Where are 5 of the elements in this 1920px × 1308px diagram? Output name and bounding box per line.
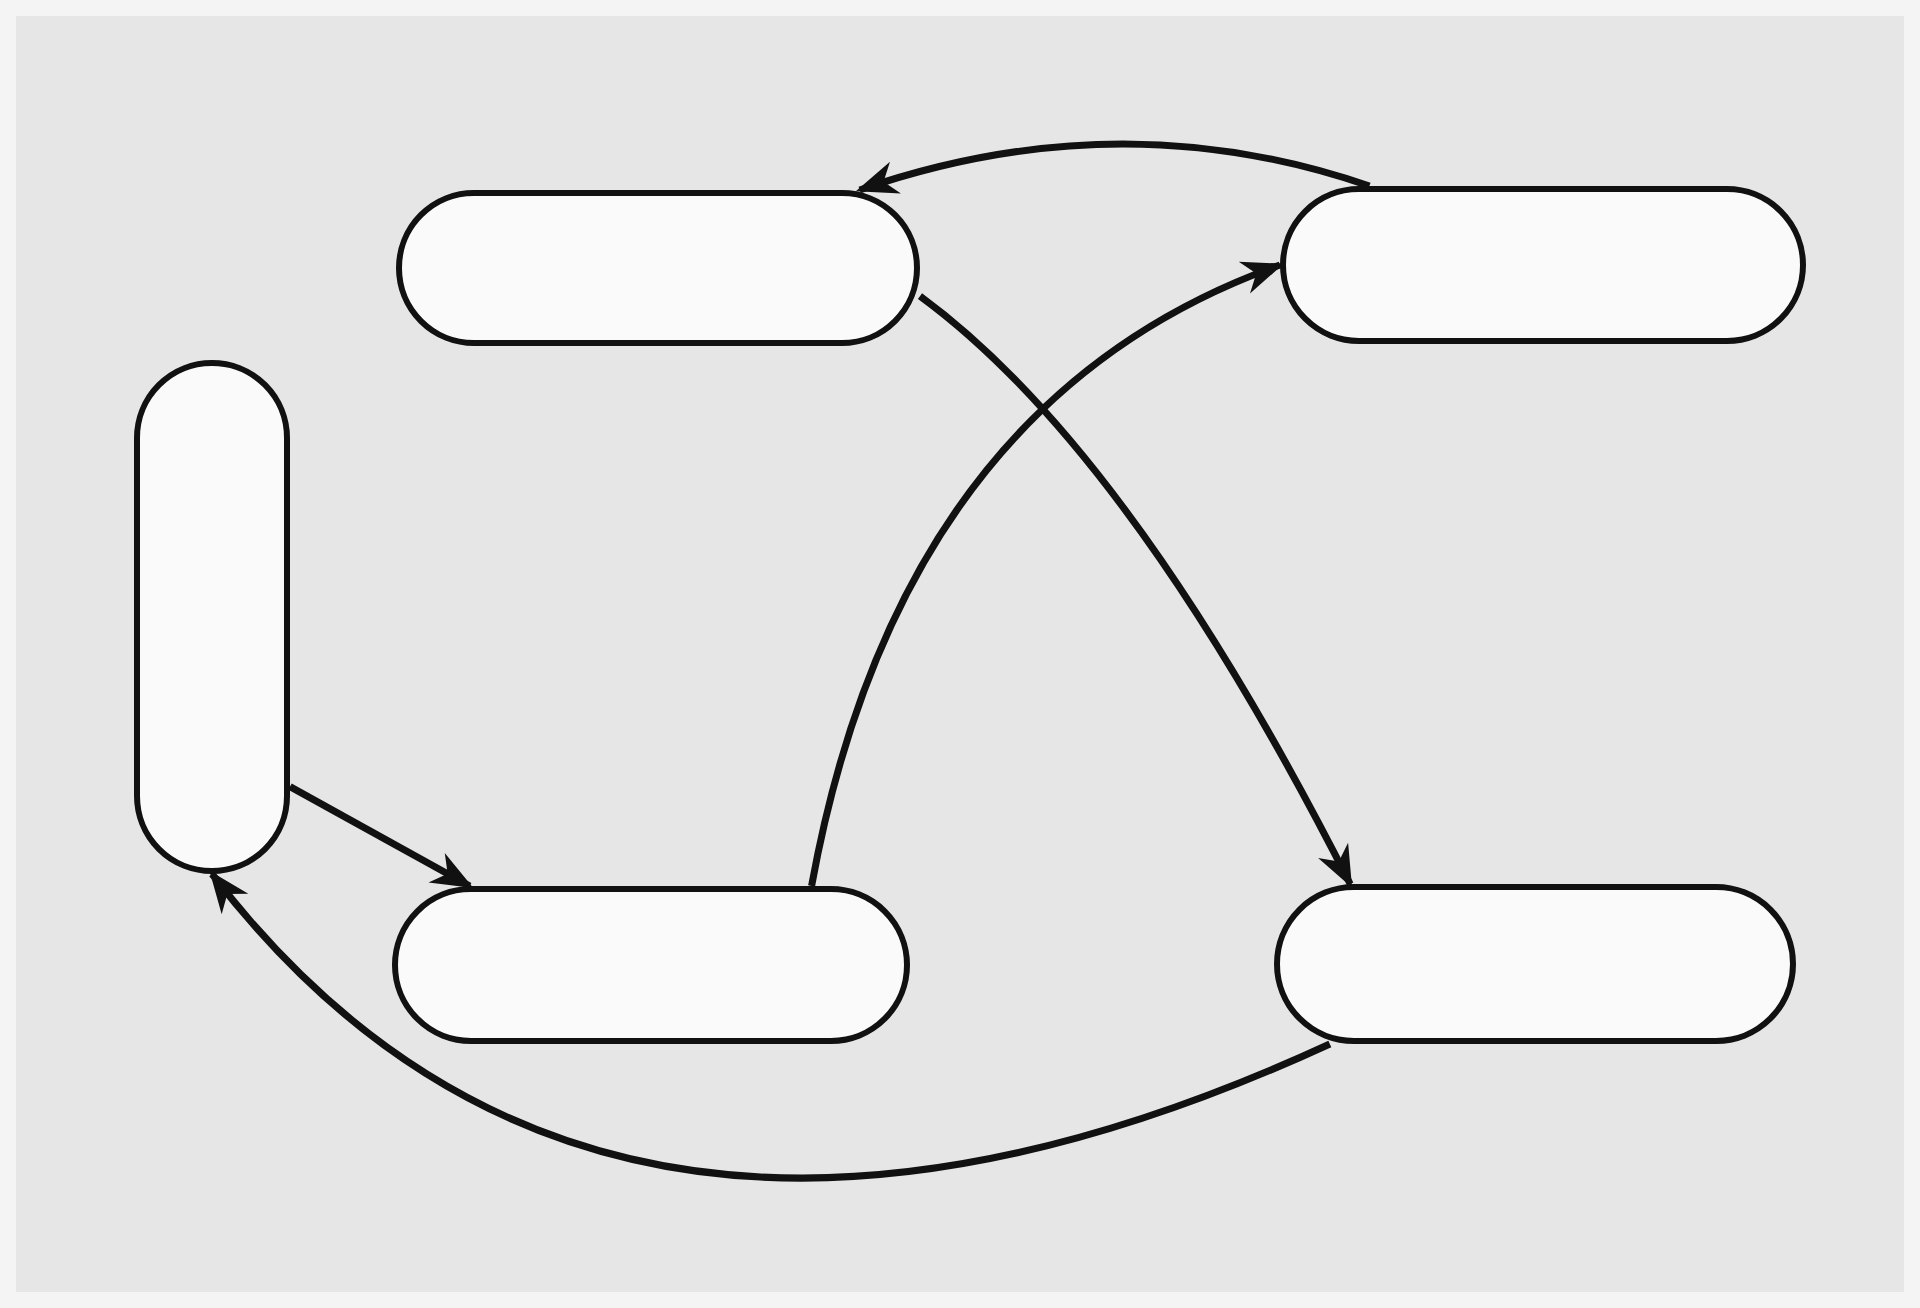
- arrow: [209, 870, 1332, 1181]
- arrow: [288, 783, 474, 890]
- arrow: [917, 293, 1354, 888]
- arrow: [855, 140, 1371, 195]
- arrow: [808, 261, 1284, 887]
